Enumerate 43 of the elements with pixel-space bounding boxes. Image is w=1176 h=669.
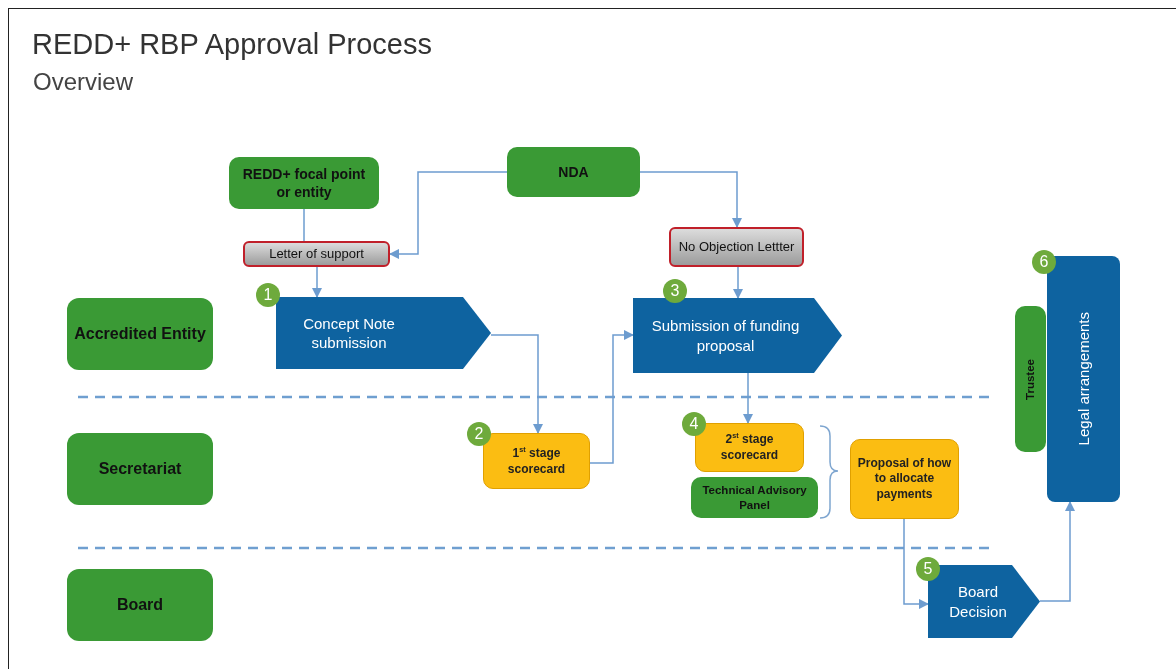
step-number-badge: 6 <box>1032 250 1056 274</box>
node-label: Letter of support <box>268 245 365 263</box>
node-label: Concept Note submission <box>302 313 396 353</box>
connector-arrow <box>311 266 323 299</box>
process-box <box>850 439 959 519</box>
actor-box <box>691 477 818 518</box>
node-label: Proposal of how to allocate payments <box>856 455 953 503</box>
connector-arrow <box>589 329 635 464</box>
subtitle: Overview <box>33 68 134 96</box>
connector-arrow <box>742 372 754 425</box>
step-number-badge: 3 <box>663 279 687 303</box>
actor-box <box>507 147 640 197</box>
step-number-badge: 1 <box>256 283 280 307</box>
actor-box <box>1015 306 1046 452</box>
connector-arrow <box>639 171 743 229</box>
node-label: NDA <box>557 162 590 182</box>
node-label: No Objection Lettter <box>677 238 796 256</box>
node-label: Board <box>115 594 165 615</box>
node-label: REDD+ focal point or entity <box>241 164 367 202</box>
node-label: Technical Advisory Panel <box>701 482 808 513</box>
connector-arrow <box>388 171 508 260</box>
diagram-title: REDD+ RBP Approval Process <box>32 28 432 61</box>
swimlane-label <box>67 298 213 370</box>
swimlane-label <box>67 569 213 641</box>
document-box <box>669 227 804 267</box>
node-label: Legal arrangements <box>1073 312 1093 446</box>
step-number-badge: 2 <box>467 422 491 446</box>
step-number-badge: 4 <box>682 412 706 436</box>
connector-arrow <box>903 518 930 610</box>
node-label: Accredited Entity <box>73 323 207 344</box>
node-label: 1$^{st}$ stage scorecard <box>506 444 567 478</box>
connector-arrow <box>732 266 744 300</box>
node-label: Submission of funding proposal <box>650 316 801 355</box>
connector-arrow <box>490 334 544 435</box>
node-label: Trustee <box>1023 358 1038 400</box>
node-label: 2$^{st}$ stage scorecard <box>719 431 780 464</box>
node-label: Board Decision <box>948 582 1008 621</box>
step-number-badge: 5 <box>916 557 940 581</box>
swimlane-label <box>67 433 213 505</box>
actor-box <box>229 157 379 209</box>
connector-arrow <box>1039 500 1076 602</box>
node-label: Secretariat <box>97 458 183 479</box>
document-box <box>243 241 390 267</box>
